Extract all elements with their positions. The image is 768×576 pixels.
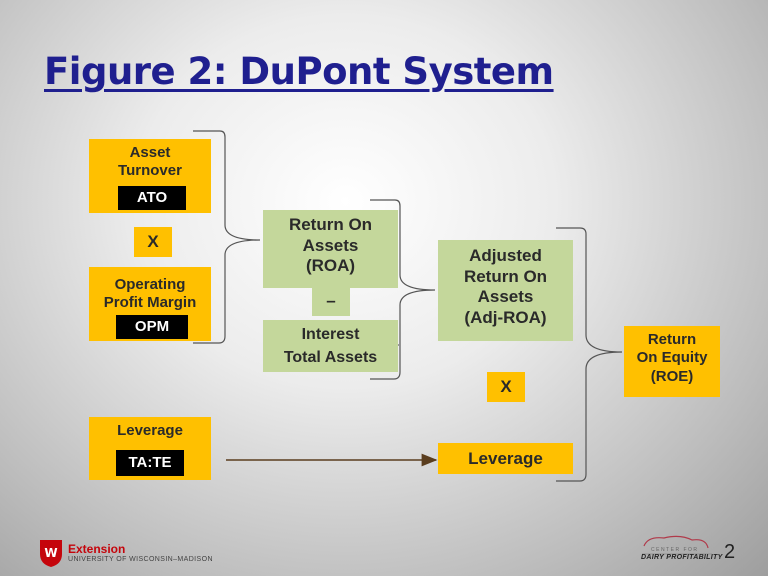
cdp-center-for: CENTER FOR (651, 547, 699, 553)
roe-line3: (ROE) (650, 367, 694, 385)
roe-box: Return On Equity (ROE) (624, 326, 720, 397)
page-number: 2 (724, 541, 736, 563)
asset-turnover-line2: Turnover (118, 162, 182, 180)
roa-line1: Return On (288, 215, 373, 234)
page-title: Figure 2: DuPont System (44, 50, 554, 93)
extension-label: Extension (68, 542, 126, 556)
adj-roa-line1: Adjusted (469, 246, 542, 265)
leverage-left-label: Leverage (117, 422, 183, 439)
adj-roa-box: Adjusted Return On Assets (Adj-ROA) (438, 240, 573, 341)
opm-line1: Operating (114, 276, 186, 293)
multiply-sign-2: X (487, 372, 525, 402)
adj-roa-line3: Assets (477, 287, 534, 307)
leverage-left-box: Leverage (89, 417, 211, 480)
opm-line2: Profit Margin (103, 294, 197, 312)
adj-roa-line2: Return On (463, 266, 548, 286)
asset-turnover-line1: Asset (129, 144, 171, 161)
bracket-adj-roa (370, 199, 436, 380)
roa-box: Return On Assets (ROA) (263, 210, 398, 288)
adj-roa-line4: (Adj-ROA) (464, 308, 547, 328)
uw-crest-icon: W (40, 540, 62, 567)
roa-line3: (ROA) (305, 256, 356, 276)
ato-tag: ATO (118, 186, 186, 210)
leverage-right-box: Leverage (438, 443, 573, 474)
bracket-roe (556, 227, 623, 482)
bracket-roa (193, 130, 261, 344)
interest-fraction-box: Interest Total Assets (263, 320, 398, 372)
svg-text:W: W (44, 546, 57, 560)
ta-te-tag: TA:TE (116, 450, 184, 476)
university-label: UNIVERSITY OF WISCONSIN–MADISON (68, 556, 213, 563)
roa-line2: Assets (302, 235, 359, 255)
roe-line2: On Equity (636, 349, 708, 367)
interest-numerator: Interest (301, 326, 360, 343)
multiply-sign-1: X (134, 227, 172, 257)
minus-sign: – (312, 288, 350, 316)
cdp-dairy-profitability: DAIRY PROFITABILITY (641, 554, 723, 561)
interest-denominator: Total Assets (283, 349, 378, 366)
cdp-logo-icon (642, 535, 712, 555)
opm-tag: OPM (116, 315, 188, 339)
roe-line1: Return (647, 331, 697, 348)
